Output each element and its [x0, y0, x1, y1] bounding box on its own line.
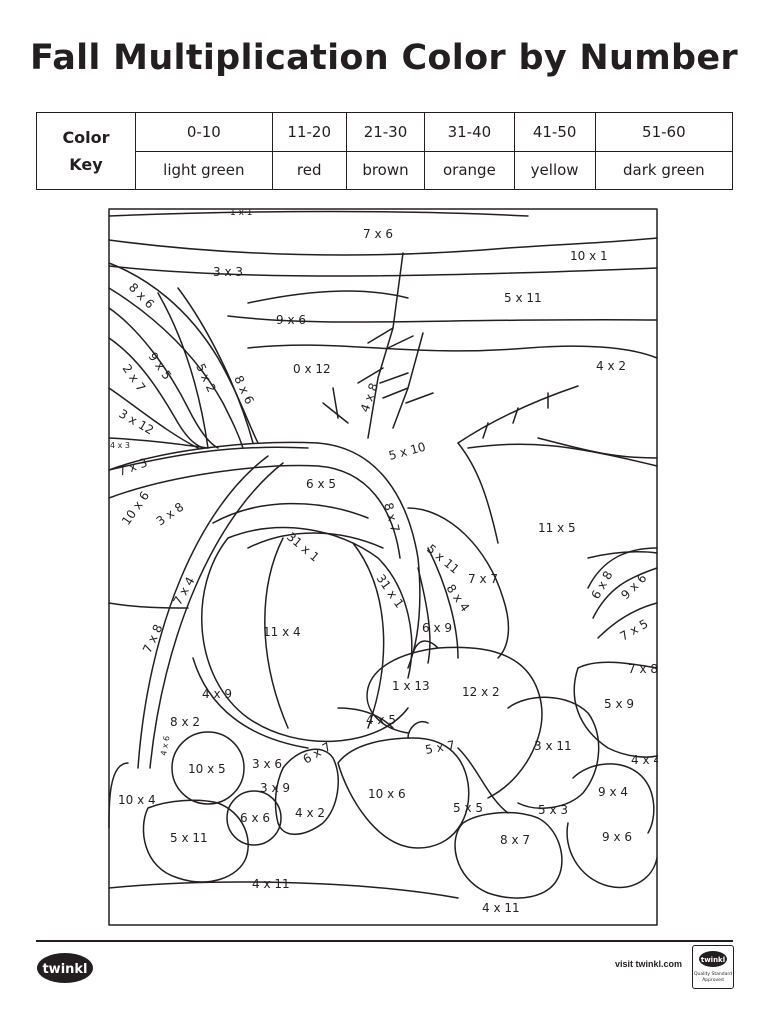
- label-5x11-c: 5 x 11: [170, 831, 208, 845]
- page-title: Fall Multiplication Color by Number: [30, 38, 738, 78]
- badge-logo-text: twinkl: [701, 956, 725, 964]
- label-6x7: 6 x 7: [301, 739, 334, 766]
- label-9x6-b: 9 x 6: [618, 571, 649, 602]
- range-1: 11-20: [271, 112, 347, 152]
- twinkl-logo-text: twinkl: [42, 962, 87, 977]
- label-2x7: 2 x 7: [120, 362, 149, 395]
- label-3x8: 3 x 8: [154, 500, 187, 529]
- label-4x6: 4 x 6: [159, 735, 171, 756]
- label-7x5: 7 x 5: [618, 616, 651, 643]
- quality-badge: twinkl Quality Standard Approved: [692, 945, 734, 989]
- label-6x6: 6 x 6: [240, 811, 270, 825]
- label-11x4: 11 x 4: [263, 625, 301, 639]
- label-5x9: 5 x 9: [604, 697, 634, 711]
- label-1x1: 1 x 1: [230, 208, 253, 218]
- color-4: yellow: [513, 150, 596, 190]
- label-5x7: 5 x 7: [424, 738, 456, 757]
- color-key-header-line1: Color: [62, 128, 110, 147]
- visit-link[interactable]: visit twinkl.com: [615, 959, 683, 969]
- label-9x6-c: 9 x 6: [602, 830, 632, 844]
- label-4x2-b: 4 x 2: [295, 806, 325, 820]
- label-31x1-b: 31 x 1: [374, 572, 407, 611]
- label-4x11-b: 4 x 11: [482, 901, 520, 915]
- label-4x8: 4 x 8: [358, 381, 381, 414]
- label-5x5: 5 x 5: [453, 801, 483, 815]
- label-3x6: 3 x 6: [252, 757, 282, 771]
- range-5: 51-60: [594, 112, 734, 152]
- label-7x6: 7 x 6: [363, 227, 393, 241]
- color-key-table: Color Key 0-10 11-20 21-30 31-40 41-50 5…: [36, 112, 734, 190]
- label-10x5: 10 x 5: [188, 762, 226, 776]
- color-key-header-line2: Key: [69, 155, 103, 174]
- label-8x7-a: 8 x 7: [381, 501, 402, 534]
- label-6x5: 6 x 5: [306, 477, 336, 491]
- twinkl-logo: twinkl: [37, 953, 93, 983]
- label-8x6-a: 8 x 6: [126, 280, 157, 311]
- label-10x6-b: 10 x 6: [368, 787, 406, 801]
- label-1x13: 1 x 13: [392, 679, 430, 693]
- label-8x2: 8 x 2: [170, 715, 200, 729]
- label-7x8-b: 7 x 8: [628, 662, 658, 676]
- label-31x1-a: 31 x 1: [284, 530, 322, 565]
- range-3: 31-40: [424, 112, 515, 152]
- color-key-header: Color Key: [36, 112, 136, 190]
- number-labels: 1 x 1 7 x 6 10 x 1 3 x 3 8 x 6 5 x 11 9 …: [110, 208, 658, 915]
- coloring-picture-svg: 1 x 1 7 x 6 10 x 1 3 x 3 8 x 6 5 x 11 9 …: [108, 208, 658, 926]
- label-3x3: 3 x 3: [213, 265, 243, 279]
- label-5x11-b: 5 x 11: [424, 542, 462, 577]
- label-4x2-a: 4 x 2: [596, 359, 626, 373]
- color-0: light green: [135, 150, 273, 190]
- label-4x11-a: 4 x 11: [252, 877, 290, 891]
- label-5x10: 5 x 10: [387, 440, 427, 463]
- badge-line1: Quality Standard: [694, 971, 732, 977]
- label-12x2: 12 x 2: [462, 685, 500, 699]
- label-6x8: 6 x 8: [588, 569, 615, 602]
- label-3x9: 3 x 9: [260, 781, 290, 795]
- label-10x6-a: 10 x 6: [119, 489, 152, 528]
- label-6x9: 6 x 9: [422, 621, 452, 635]
- color-2: brown: [345, 150, 426, 190]
- label-10x4: 10 x 4: [118, 793, 156, 807]
- label-0x12: 0 x 12: [293, 362, 331, 376]
- line-art: [108, 208, 658, 926]
- range-2: 21-30: [345, 112, 426, 152]
- range-4: 41-50: [513, 112, 596, 152]
- label-3x12: 3 x 12: [117, 406, 157, 437]
- label-9x4: 9 x 4: [598, 785, 628, 799]
- label-9x6-a: 9 x 6: [276, 313, 306, 327]
- color-1: red: [271, 150, 347, 190]
- color-3: orange: [424, 150, 515, 190]
- label-4x5: 4 x 5: [366, 713, 396, 727]
- label-7x3: 7 x 3: [116, 455, 149, 478]
- label-3x11: 3 x 11: [534, 739, 572, 753]
- label-4x3: 4 x 3: [110, 441, 130, 450]
- badge-line2: Approved: [702, 977, 724, 983]
- label-8x7-b: 8 x 7: [500, 833, 530, 847]
- label-7x7: 7 x 7: [468, 572, 498, 586]
- label-4x4: 4 x 4: [631, 753, 658, 767]
- label-4x9: 4 x 9: [202, 687, 232, 701]
- label-11x5: 11 x 5: [538, 521, 576, 535]
- coloring-picture: 1 x 1 7 x 6 10 x 1 3 x 3 8 x 6 5 x 11 9 …: [108, 208, 658, 926]
- range-0: 0-10: [135, 112, 273, 152]
- label-10x1: 10 x 1: [570, 249, 608, 263]
- color-5: dark green: [594, 150, 734, 190]
- label-5x11-a: 5 x 11: [504, 291, 542, 305]
- label-7x8-a: 7 x 8: [140, 622, 165, 655]
- footer-divider: [36, 940, 733, 942]
- label-5x3: 5 x 3: [538, 803, 568, 817]
- quality-badge-svg: twinkl Quality Standard Approved: [694, 951, 732, 983]
